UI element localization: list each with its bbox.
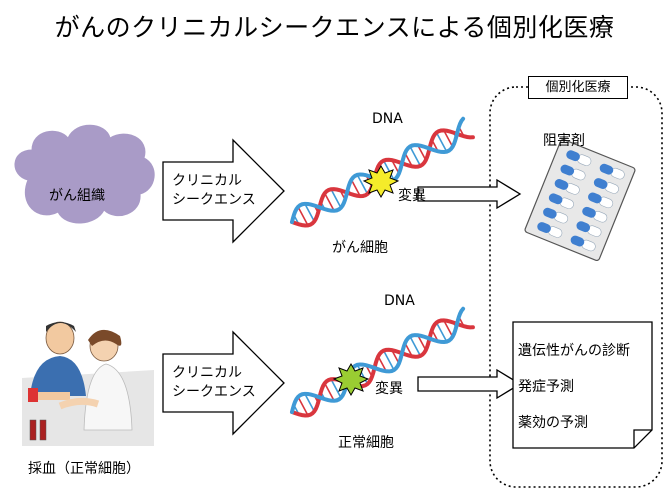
pill-capsule (576, 221, 602, 237)
dna-rung (350, 179, 361, 197)
dna-rung (409, 146, 422, 167)
cancer-cell-label: がん細胞 (332, 240, 388, 256)
pill-capsule (588, 192, 614, 209)
pill-capsule (570, 235, 596, 252)
dna-rung (382, 160, 395, 181)
dna-strand (290, 128, 475, 228)
result-arrow-bottom (417, 368, 522, 400)
dna-rung (409, 336, 422, 357)
dna-rung (417, 144, 427, 161)
photo-caption: 採血（正常細胞） (28, 461, 140, 477)
sequence-arrow-bottom (162, 330, 285, 436)
mutation-burst-top (362, 164, 400, 199)
dna-label-top: DNA (372, 111, 403, 127)
dna-helix-bottom (290, 306, 475, 418)
pill-capsule (593, 178, 619, 194)
dna-rung (356, 364, 369, 385)
document-item: 薬効の予測 (518, 415, 588, 431)
inhibitor-blister-pack (524, 138, 636, 262)
dna-rung (377, 355, 387, 372)
pill-capsule (566, 150, 592, 166)
blood-sampling-illustration (22, 321, 154, 446)
dna-rung (417, 334, 427, 351)
result-arrow-top (417, 178, 522, 210)
dna-rung (356, 174, 369, 195)
dna-strand (290, 318, 475, 418)
inhibitor-label: 阻害剤 (543, 133, 585, 149)
dna-rung (435, 132, 448, 153)
sequence-label-line2: シークエンス (172, 384, 256, 400)
mutation-label-bottom: 変異 (375, 381, 403, 397)
page-title: がんのクリニカルシークエンスによる個別化医療 (54, 13, 615, 42)
dna-rung (435, 322, 448, 343)
dna-rung (304, 393, 315, 412)
dna-rung (443, 130, 454, 148)
dna-rung (297, 396, 309, 416)
document-item: 遺伝性がんの診断 (518, 343, 630, 359)
dna-rung (443, 320, 454, 338)
dna-rung (304, 203, 315, 222)
dna-rung (324, 192, 335, 212)
dna-label-bottom: DNA (384, 293, 415, 309)
pill-capsule (548, 193, 574, 210)
pill-capsule (560, 164, 586, 181)
cloud-label: がん組織 (49, 188, 105, 204)
dna-rung (330, 188, 342, 209)
mutation-label-top: 変異 (398, 188, 426, 204)
sequence-label-top: クリニカル シークエンス (172, 172, 256, 210)
dna-rung (330, 378, 342, 399)
pill-capsule (599, 163, 625, 180)
pill-capsule (554, 178, 580, 195)
pill-capsule (582, 206, 608, 223)
panel-title: 個別化医療 (528, 76, 628, 99)
sequence-arrow-top (162, 138, 285, 244)
pill-capsule (537, 222, 563, 238)
sequence-label-line1: クリニカル (172, 173, 242, 189)
sequence-label-bottom: クリニカル シークエンス (172, 364, 256, 402)
sequence-label-line1: クリニカル (172, 365, 242, 381)
mutation-burst-bottom (332, 362, 370, 397)
dna-strand (290, 306, 466, 414)
pill-capsule (543, 207, 569, 224)
document-item: 発症予測 (518, 379, 574, 395)
dna-rung (324, 382, 335, 402)
normal-cell-label: 正常細胞 (338, 435, 394, 451)
dna-rung (297, 206, 309, 226)
dna-rung (382, 350, 395, 371)
cancer-tissue-cloud (14, 124, 155, 224)
diagnosis-document (512, 321, 653, 449)
sequence-label-line2: シークエンス (172, 192, 256, 208)
